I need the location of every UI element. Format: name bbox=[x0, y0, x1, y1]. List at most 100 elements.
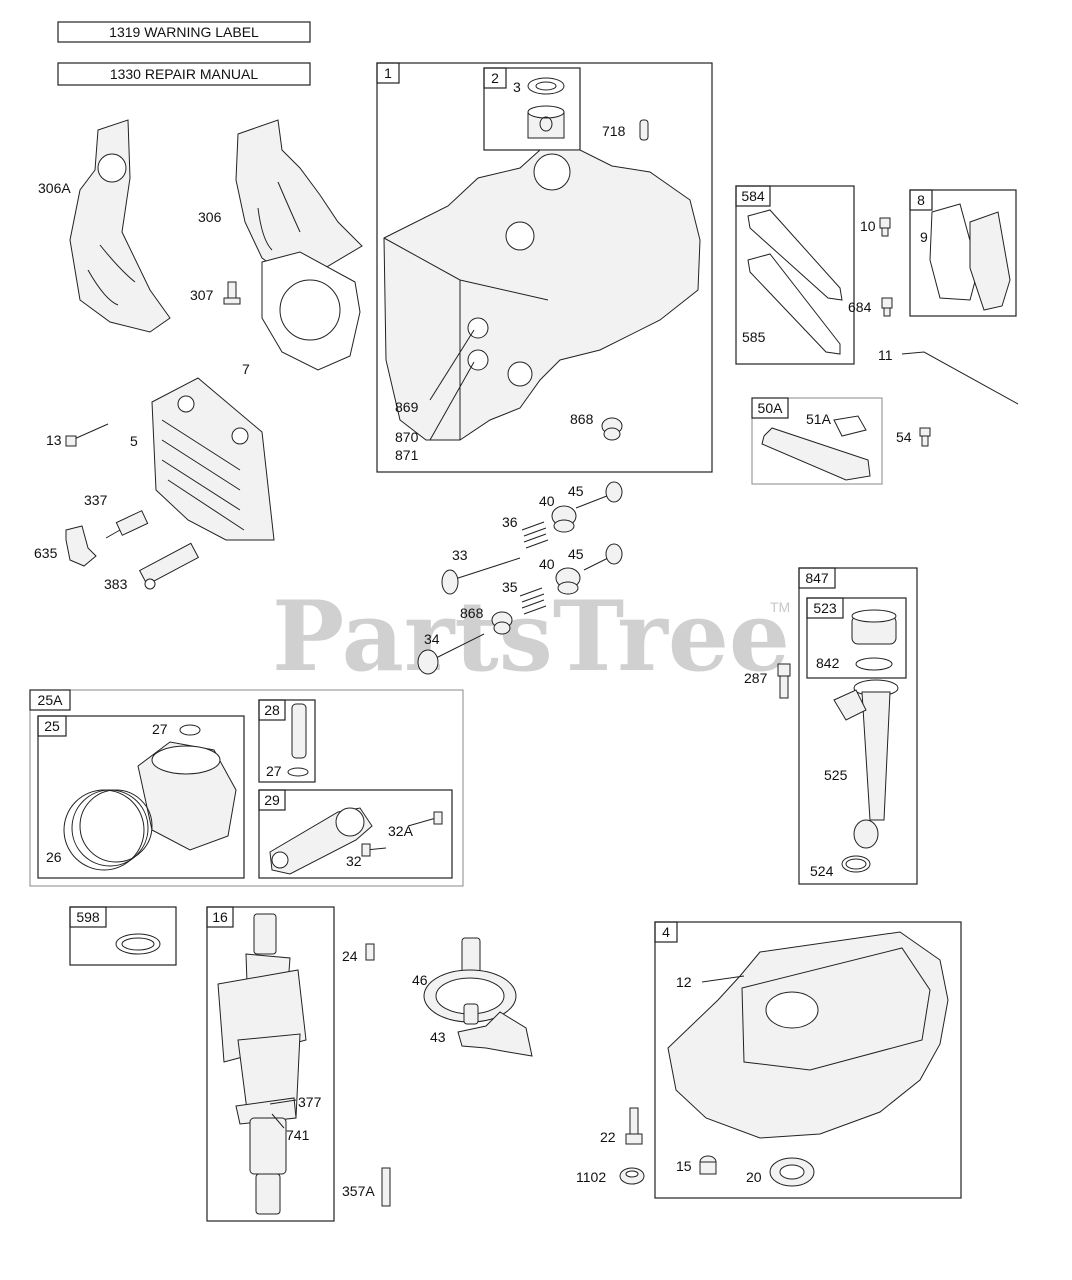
repair-manual-item[interactable]: 1330 REPAIR MANUAL bbox=[57, 62, 311, 86]
group-16-label[interactable]: 16 bbox=[212, 909, 228, 925]
group-4-box: 4 bbox=[654, 921, 962, 1199]
group-50A-label[interactable]: 50A bbox=[758, 400, 784, 416]
part-33-label[interactable]: 33 bbox=[452, 547, 468, 563]
part-10-shape bbox=[879, 217, 891, 237]
part-741-label[interactable]: 741 bbox=[286, 1127, 310, 1143]
group-598-label[interactable]: 598 bbox=[76, 909, 100, 925]
part-357A-label[interactable]: 357A bbox=[342, 1183, 375, 1199]
part-1102-shape bbox=[619, 1167, 645, 1185]
part-9-label[interactable]: 9 bbox=[920, 229, 928, 245]
part-15-label[interactable]: 15 bbox=[676, 1158, 692, 1174]
part-525-label[interactable]: 525 bbox=[824, 767, 848, 783]
part-868a-label[interactable]: 868 bbox=[570, 411, 594, 427]
part-32A-label[interactable]: 32A bbox=[388, 823, 414, 839]
part-45a-label[interactable]: 45 bbox=[568, 483, 584, 499]
group-598-box: 598 bbox=[69, 906, 177, 966]
part-46-label[interactable]: 46 bbox=[412, 972, 428, 988]
part-383-label[interactable]: 383 bbox=[104, 576, 128, 592]
part-718-shape bbox=[639, 119, 649, 141]
part-13-shape bbox=[65, 423, 109, 447]
part-337-label[interactable]: 337 bbox=[84, 492, 108, 508]
part-29-shape bbox=[269, 807, 373, 875]
part-45a-shape bbox=[575, 481, 623, 509]
part-27b-label[interactable]: 27 bbox=[266, 763, 282, 779]
part-598-shape bbox=[115, 933, 161, 955]
part-24-label[interactable]: 24 bbox=[342, 948, 358, 964]
part-22-label[interactable]: 22 bbox=[600, 1129, 616, 1145]
part-40a-label[interactable]: 40 bbox=[539, 493, 555, 509]
part-32-shape bbox=[361, 843, 387, 857]
group-1-label[interactable]: 1 bbox=[384, 65, 392, 81]
part-15-shape bbox=[699, 1155, 717, 1175]
part-40b-label[interactable]: 40 bbox=[539, 556, 555, 572]
part-34-label[interactable]: 34 bbox=[424, 631, 440, 647]
part-5-shape bbox=[151, 377, 275, 541]
part-26-label[interactable]: 26 bbox=[46, 849, 62, 865]
group-29-label[interactable]: 29 bbox=[264, 792, 280, 808]
group-2-label[interactable]: 2 bbox=[491, 70, 499, 86]
part-7-label[interactable]: 7 bbox=[242, 361, 250, 377]
group-584-box: 584 bbox=[735, 185, 855, 365]
part-1102-label[interactable]: 1102 bbox=[576, 1169, 606, 1185]
part-635-label[interactable]: 635 bbox=[34, 545, 58, 561]
part-9-shape bbox=[929, 203, 1011, 311]
part-27a-label[interactable]: 27 bbox=[152, 721, 168, 737]
part-43-shape bbox=[457, 1011, 533, 1057]
group-847-box: 847 bbox=[798, 567, 918, 885]
part-32-label[interactable]: 32 bbox=[346, 853, 362, 869]
part-337-shape bbox=[105, 510, 149, 539]
part-3-label[interactable]: 3 bbox=[513, 79, 521, 95]
part-11-shape bbox=[901, 351, 1019, 405]
part-377-label[interactable]: 377 bbox=[298, 1094, 322, 1110]
part-870-label[interactable]: 870 bbox=[395, 429, 419, 445]
part-306-label[interactable]: 306 bbox=[198, 209, 222, 225]
part-43-label[interactable]: 43 bbox=[430, 1029, 446, 1045]
group-523-label[interactable]: 523 bbox=[813, 600, 837, 616]
group-8-label[interactable]: 8 bbox=[917, 192, 925, 208]
part-307-shape bbox=[223, 281, 241, 305]
part-523-shape bbox=[851, 609, 897, 671]
part-54-label[interactable]: 54 bbox=[896, 429, 912, 445]
group-4-label[interactable]: 4 bbox=[662, 924, 670, 940]
part-524-label[interactable]: 524 bbox=[810, 863, 834, 879]
group-847-label[interactable]: 847 bbox=[805, 570, 829, 586]
part-684-shape bbox=[881, 297, 893, 317]
part-287-label[interactable]: 287 bbox=[744, 670, 768, 686]
warning-label-item[interactable]: 1319 WARNING LABEL bbox=[57, 21, 311, 43]
part-718-label[interactable]: 718 bbox=[602, 123, 626, 139]
part-869-label[interactable]: 869 bbox=[395, 399, 419, 415]
part-871-label[interactable]: 871 bbox=[395, 447, 419, 463]
part-307-label[interactable]: 307 bbox=[190, 287, 214, 303]
group-28-label[interactable]: 28 bbox=[264, 702, 280, 718]
part-36-label[interactable]: 36 bbox=[502, 514, 518, 530]
part-306A-shape bbox=[69, 119, 171, 333]
part-35-label[interactable]: 35 bbox=[502, 579, 518, 595]
part-20-label[interactable]: 20 bbox=[746, 1169, 762, 1185]
part-868a-shape bbox=[601, 417, 623, 441]
part-11-label[interactable]: 11 bbox=[878, 347, 893, 363]
part-51A-label[interactable]: 51A bbox=[806, 411, 832, 427]
part-585-label[interactable]: 585 bbox=[742, 329, 766, 345]
group-584-label[interactable]: 584 bbox=[741, 188, 765, 204]
part-45b-label[interactable]: 45 bbox=[568, 546, 584, 562]
part-5-label[interactable]: 5 bbox=[130, 433, 138, 449]
part-27a-shape bbox=[179, 724, 201, 736]
part-24-shape bbox=[365, 943, 375, 961]
part-13-label[interactable]: 13 bbox=[46, 432, 62, 448]
part-7-shape bbox=[261, 251, 361, 371]
group-25A-label[interactable]: 25A bbox=[38, 692, 64, 708]
part-868b-shape bbox=[491, 611, 513, 635]
part-868b-label[interactable]: 868 bbox=[460, 605, 484, 621]
part-20-shape bbox=[769, 1157, 815, 1187]
group-25-box: 25 bbox=[37, 715, 245, 879]
part-306A-label[interactable]: 306A bbox=[38, 180, 71, 196]
part-524-shape bbox=[841, 855, 871, 873]
part-635-shape bbox=[65, 525, 97, 567]
part-842-label[interactable]: 842 bbox=[816, 655, 840, 671]
part-684-label[interactable]: 684 bbox=[848, 299, 872, 315]
group-8-box: 8 bbox=[909, 189, 1017, 317]
group-25A-box: 25A bbox=[29, 689, 464, 887]
part-12-label[interactable]: 12 bbox=[676, 974, 692, 990]
part-10-label[interactable]: 10 bbox=[860, 218, 876, 234]
group-25-label[interactable]: 25 bbox=[44, 718, 60, 734]
